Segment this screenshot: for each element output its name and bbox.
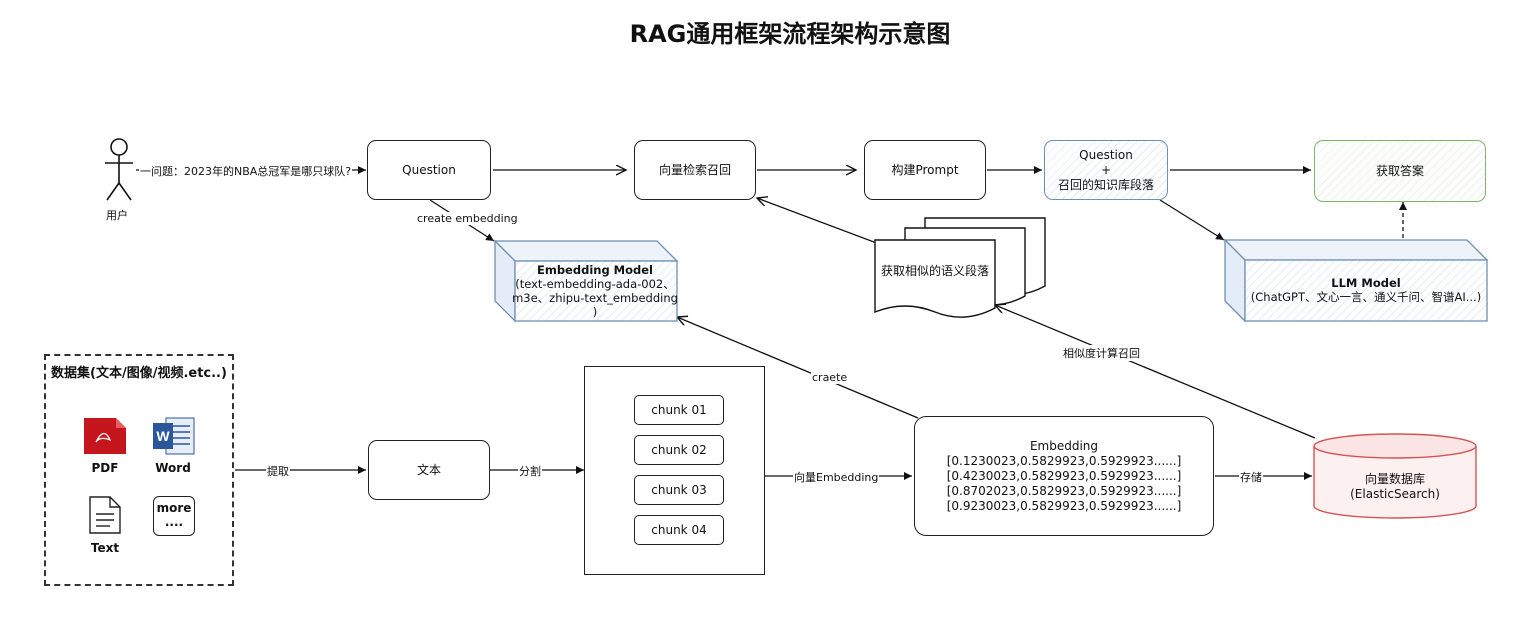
chunk-label: chunk 01 — [651, 403, 707, 417]
embedding-model-title: Embedding Model — [536, 263, 654, 277]
build-prompt-node[interactable]: 构建Prompt — [864, 140, 986, 200]
combined-line2: 召回的知识库段落 — [1057, 177, 1154, 192]
edge-label-create: craete — [811, 371, 849, 384]
vector-db-line1: 向量数据库 — [1364, 472, 1425, 486]
build-prompt-label: 构建Prompt — [891, 162, 959, 177]
combined-line1: Question — [1079, 147, 1133, 162]
edge-label-question-text: 一问题：2023年的NBA总冠军是哪只球队? — [139, 163, 353, 179]
chunk-item[interactable]: chunk 02 — [634, 435, 724, 465]
answer-label: 获取答案 — [1375, 163, 1424, 178]
user-label: 用户 — [106, 209, 128, 222]
text-caption: Text — [90, 541, 120, 555]
edge-label-similarity: 相似度计算召回 — [1062, 345, 1141, 361]
edge-combined-llm — [1159, 199, 1225, 241]
llm-model-title: LLM Model — [1331, 276, 1401, 290]
dataset-title: 数据集(文本/图像/视频.etc..) — [51, 366, 227, 381]
vector-db-text: 向量数据库 (ElasticSearch) — [1314, 472, 1476, 502]
embedding-model-line3: ) — [592, 305, 598, 319]
vector-recall-node[interactable]: 向量检索召回 — [634, 140, 756, 200]
word-caption: Word — [155, 461, 191, 475]
similar-docs-stack-icon — [874, 217, 1046, 318]
vector-db-line2: (ElasticSearch) — [1350, 487, 1440, 501]
text-file-icon — [89, 496, 121, 534]
vector-recall-label: 向量检索召回 — [658, 162, 731, 177]
vector-db-cylinder-icon — [1313, 433, 1477, 519]
more-formats-icon: more .... — [153, 496, 195, 536]
dataset-panel — [44, 354, 234, 586]
llm-model-cube — [1223, 238, 1489, 323]
question-node[interactable]: Question — [367, 140, 491, 200]
embedding-vectors-title: Embedding — [1029, 438, 1099, 453]
text-node-label: 文本 — [416, 462, 441, 477]
chunk-item[interactable]: chunk 03 — [634, 475, 724, 505]
embedding-row: [0.9230023,0.5829923,0.5929923......] — [946, 498, 1182, 513]
llm-model-line1: (ChatGPT、文心一言、通义千问、智谱AI...) — [1250, 290, 1482, 304]
chunk-label: chunk 04 — [651, 523, 707, 537]
more-line1: more — [156, 501, 192, 515]
chunk-label: chunk 02 — [651, 443, 707, 457]
question-plus-context-node[interactable]: Question + 召回的知识库段落 — [1044, 140, 1168, 200]
chunk-label: chunk 03 — [651, 483, 707, 497]
edge-embedding-model — [677, 317, 919, 419]
embedding-model-text: Embedding Model (text-embedding-ada-002、… — [505, 263, 685, 319]
combined-plus: + — [1100, 162, 1112, 177]
edge-label-to-embedding: 向量Embedding — [793, 469, 880, 485]
text-node[interactable]: 文本 — [368, 440, 490, 500]
edge-docs-recall — [757, 198, 896, 251]
svg-text:W: W — [156, 428, 170, 444]
edge-label-create-embedding: create embedding — [416, 212, 519, 225]
similar-docs-label: 获取相似的语义段落 — [880, 264, 989, 278]
embedding-model-line1: (text-embedding-ada-002、 — [515, 277, 675, 291]
edge-label-split: 分割 — [518, 463, 542, 479]
embedding-row: [0.1230023,0.5829923,0.5929923......] — [946, 453, 1182, 468]
answer-node[interactable]: 获取答案 — [1314, 140, 1486, 202]
edge-label-store: 存储 — [1239, 469, 1263, 485]
embedding-row: [0.8702023,0.5829923,0.5929923......] — [946, 483, 1182, 498]
embedding-row: [0.4230023,0.5829923,0.5929923......] — [946, 468, 1182, 483]
embedding-vectors-node[interactable]: Embedding [0.1230023,0.5829923,0.5929923… — [914, 416, 1214, 536]
pdf-icon — [84, 418, 126, 454]
chunk-item[interactable]: chunk 04 — [634, 515, 724, 545]
embedding-model-line2: m3e、zhipu-text_embedding — [512, 291, 678, 305]
pdf-caption: PDF — [91, 461, 119, 475]
page-title: RAG通用框架流程架构示意图 — [629, 20, 951, 48]
more-line2: .... — [164, 515, 184, 529]
question-node-label: Question — [402, 162, 456, 177]
embedding-model-cube — [493, 239, 679, 323]
chunk-item[interactable]: chunk 01 — [634, 395, 724, 425]
user-icon — [105, 138, 133, 201]
edge-db-docs — [995, 305, 1316, 439]
llm-model-text: LLM Model (ChatGPT、文心一言、通义千问、智谱AI...) — [1238, 276, 1494, 304]
word-icon: W — [153, 417, 195, 455]
edge-label-extract: 提取 — [266, 463, 290, 479]
